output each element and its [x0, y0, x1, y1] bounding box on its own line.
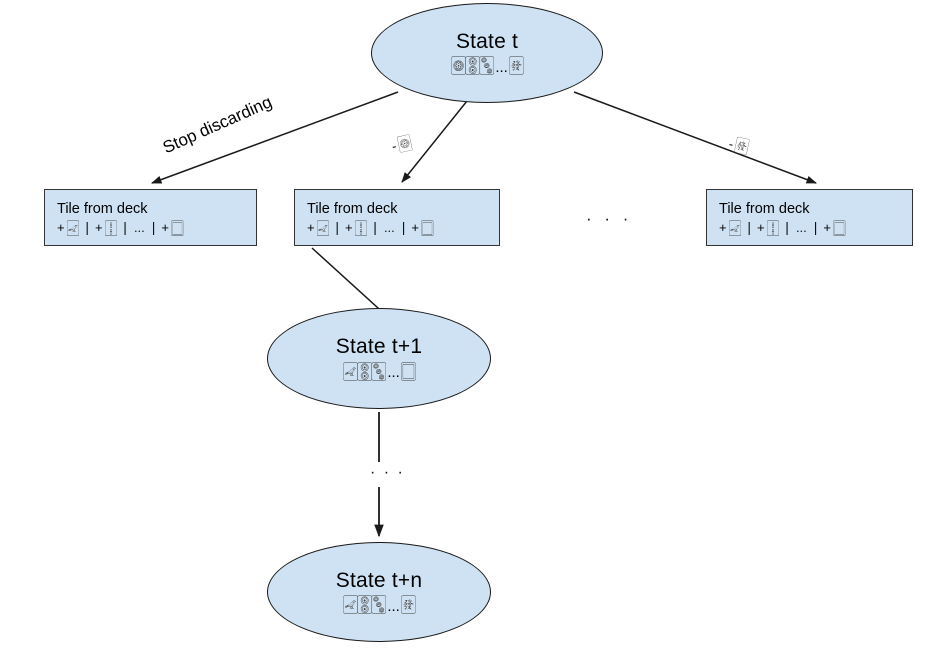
plus-sign: +: [161, 219, 170, 235]
edge-label-minus-green-dragon-tile: - 🀅: [727, 134, 751, 157]
mahjong-tile-icon: 🀐: [343, 593, 358, 616]
options-ellipsis: ...: [383, 219, 395, 235]
option-separator: |: [151, 219, 156, 235]
options-ellipsis: ...: [795, 219, 807, 235]
mahjong-tile-icon: 🀛: [479, 54, 494, 77]
deck-left-title: Tile from deck: [57, 201, 148, 217]
edge-label-minus-circle-tile: - 🀙: [390, 132, 414, 155]
plus-sign: +: [411, 219, 420, 235]
mahjong-tile-icon: 🀐: [728, 218, 742, 237]
option-separator: |: [747, 219, 751, 235]
state-root-label: State t: [455, 29, 519, 53]
deck-right-options: + 🀐 | + 🀑 | ... | + 🀆: [719, 218, 902, 237]
state-next-tiles: 🀐 🀚 🀛 ... 🀆: [343, 359, 416, 382]
plus-sign: +: [756, 219, 765, 235]
state-node-root[interactable]: State t 🀙 🀚 🀛 ... 🀅: [371, 3, 603, 103]
deck-node-left[interactable]: Tile from deck + 🀐 | + 🀑 | ... | + 🀆: [44, 189, 257, 246]
mahjong-tile-icon: 🀆: [421, 218, 434, 237]
mahjong-tile-icon: 🀐: [316, 218, 330, 237]
tiles-ellipsis: ...: [387, 597, 400, 615]
deck-node-middle[interactable]: Tile from deck + 🀐 | + 🀑 | ... | + 🀆: [294, 189, 500, 246]
state-final-label: State t+n: [335, 568, 423, 592]
deck-left-options: + 🀐 | + 🀑 | ... | + 🀆: [57, 218, 246, 237]
tiles-ellipsis: ...: [495, 58, 508, 76]
mahjong-tile-icon: 🀑: [766, 218, 780, 237]
tiles-ellipsis: ...: [387, 364, 400, 382]
plus-sign: +: [57, 219, 65, 235]
plus-sign: +: [94, 219, 103, 235]
mahjong-tile-icon: 🀚: [357, 593, 372, 616]
option-separator: |: [373, 219, 377, 235]
mahjong-tile-icon: 🀅: [733, 134, 751, 157]
mahjong-tile-icon: 🀛: [371, 359, 386, 382]
mahjong-tile-icon: 🀐: [66, 218, 80, 237]
state-node-next[interactable]: State t+1 🀐 🀚 🀛 ... 🀆: [267, 308, 491, 409]
mahjong-tile-icon: 🀑: [354, 218, 368, 237]
edge-root-to-right-box: [573, 91, 817, 184]
mahjong-tile-icon: 🀆: [171, 218, 184, 237]
mahjong-tile-icon: 🀆: [400, 359, 416, 382]
options-ellipsis: ...: [133, 219, 145, 235]
option-separator: |: [785, 219, 789, 235]
plus-sign: +: [823, 219, 832, 235]
option-separator: |: [401, 219, 406, 235]
deck-node-right[interactable]: Tile from deck + 🀐 | + 🀑 | ... | + 🀆: [706, 189, 913, 246]
option-separator: |: [85, 219, 89, 235]
mahjong-tile-icon: 🀛: [371, 593, 386, 616]
state-node-final[interactable]: State t+n 🀐 🀚 🀛 ... 🀅: [267, 542, 491, 642]
mahjong-tile-icon: 🀑: [104, 218, 118, 237]
deck-middle-options: + 🀐 | + 🀑 | ... | + 🀆: [307, 218, 489, 237]
mahjong-tile-icon: 🀅: [400, 593, 416, 616]
mahjong-tile-icon: 🀙: [451, 54, 466, 77]
horizontal-ellipsis-between-boxes: · · ·: [586, 209, 633, 228]
vertical-ellipsis-between-states: · · ·: [367, 464, 408, 482]
deck-right-title: Tile from deck: [719, 201, 810, 217]
deck-middle-title: Tile from deck: [307, 201, 398, 217]
edge-label-stop-discarding: Stop discarding: [159, 92, 275, 158]
option-separator: |: [335, 219, 339, 235]
mahjong-tile-icon: 🀆: [833, 218, 846, 237]
mahjong-tile-icon: 🀅: [508, 54, 524, 77]
mahjong-tile-icon: 🀐: [343, 359, 358, 382]
plus-sign: +: [307, 219, 315, 235]
plus-sign: +: [719, 219, 727, 235]
option-separator: |: [813, 219, 818, 235]
state-next-label: State t+1: [335, 335, 423, 359]
state-root-tiles: 🀙 🀚 🀛 ... 🀅: [451, 54, 524, 77]
edge-root-to-middle-box: [401, 100, 468, 183]
mahjong-tile-icon: 🀚: [357, 359, 372, 382]
mahjong-tile-icon: 🀙: [396, 132, 414, 155]
state-final-tiles: 🀐 🀚 🀛 ... 🀅: [343, 593, 416, 616]
mahjong-tile-icon: 🀚: [465, 54, 480, 77]
plus-sign: +: [344, 219, 353, 235]
option-separator: |: [123, 219, 127, 235]
